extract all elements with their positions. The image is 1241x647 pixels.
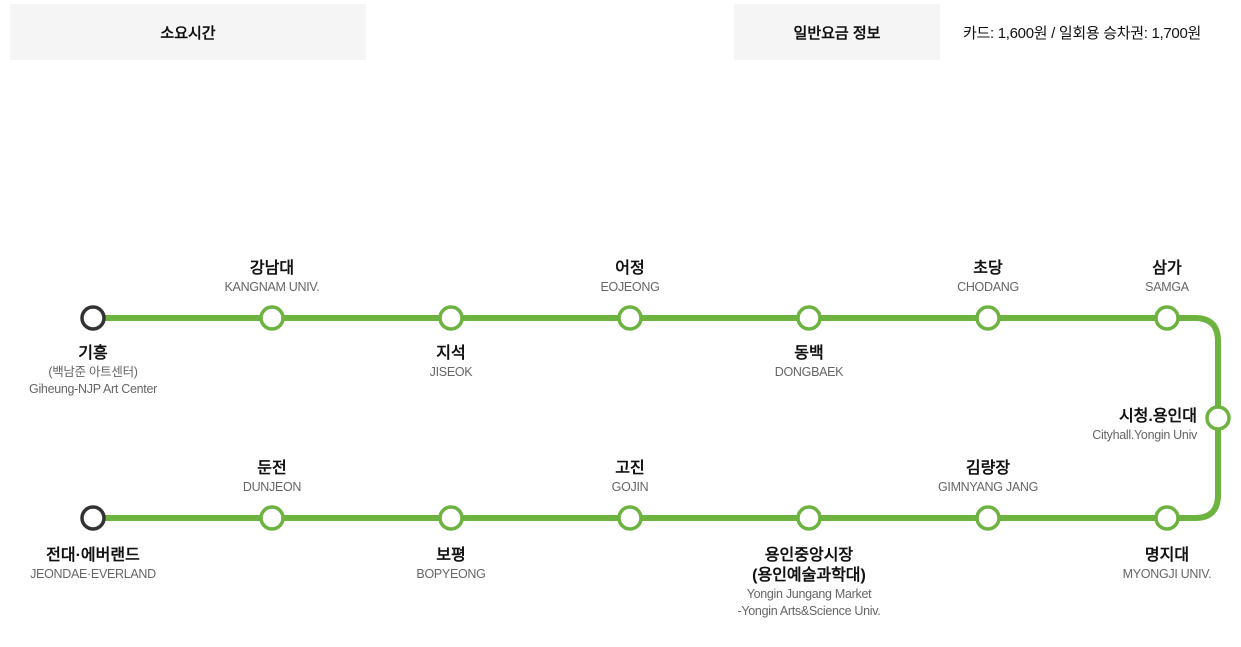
station-name-ko: 삼가 — [1152, 260, 1182, 277]
station-marker[interactable] — [617, 305, 643, 331]
station-label-dunjeon[interactable]: 둔전 DUNJEON — [242, 459, 302, 496]
station-name-ko: 둔전 — [257, 460, 287, 477]
stations-layer — [80, 305, 1231, 531]
station-name-ko: 동백 — [794, 345, 824, 362]
station-name-ko-sub: (용인예술과학대) — [752, 567, 866, 584]
station-name-en: SAMGA — [1145, 280, 1189, 294]
station-label-chodang[interactable]: 초당 CHODANG — [957, 259, 1019, 296]
station-name-en: Giheung-NJP Art Center — [29, 382, 157, 396]
station-label-gojin[interactable]: 고진 GOJIN — [612, 459, 649, 496]
station-name-en: JISEOK — [429, 365, 473, 379]
station-marker[interactable] — [975, 305, 1001, 331]
station-marker[interactable] — [1154, 305, 1180, 331]
station-label-cityhall[interactable]: 시청.용인대 Cityhall.Yongin Univ — [1092, 407, 1197, 444]
station-name-ko: 전대·에버랜드 — [46, 547, 140, 564]
station-name-en: Yongin Jungang Market — [746, 587, 872, 601]
station-label-giheung[interactable]: 기흥 (백남준 아트센터) Giheung-NJP Art Center — [29, 344, 157, 398]
station-name-en: DUNJEON — [242, 480, 302, 494]
station-marker[interactable] — [259, 305, 285, 331]
station-marker[interactable] — [1205, 405, 1231, 431]
station-name-en: EOJEONG — [600, 280, 660, 294]
station-marker[interactable] — [438, 505, 464, 531]
terminal-station-marker[interactable] — [80, 505, 106, 531]
station-marker[interactable] — [1154, 505, 1180, 531]
tab-travel-time[interactable]: 소요시간 — [10, 4, 366, 60]
station-label-gimnyang-jang[interactable]: 김량장 GIMNYANG JANG — [938, 459, 1038, 496]
tab-travel-time-label: 소요시간 — [160, 24, 216, 42]
station-marker[interactable] — [259, 505, 285, 531]
station-name-ko-sub: (백남준 아트센터) — [48, 365, 138, 379]
station-label-dongbaek[interactable]: 동백 DONGBAEK — [774, 344, 844, 381]
station-marker[interactable] — [617, 505, 643, 531]
station-name-ko: 보평 — [436, 547, 466, 564]
station-name-en: DONGBAEK — [774, 365, 844, 379]
station-marker[interactable] — [438, 305, 464, 331]
terminal-station-marker[interactable] — [80, 305, 106, 331]
station-label-jiseok[interactable]: 지석 JISEOK — [430, 344, 473, 381]
tab-fare-info[interactable]: 일반요금 정보 — [734, 4, 940, 60]
station-label-yongin-jungang-market[interactable]: 용인중앙시장 (용인예술과학대) Yongin Jungang Market -… — [738, 546, 881, 620]
station-name-ko: 고진 — [615, 460, 645, 477]
station-label-samga[interactable]: 삼가 SAMGA — [1145, 259, 1189, 296]
station-label-kangnam-univ[interactable]: 강남대 KANGNAM UNIV. — [225, 259, 320, 296]
station-label-eojeong[interactable]: 어정 EOJEONG — [600, 259, 659, 296]
station-name-ko: 어정 — [615, 260, 645, 277]
station-name-ko: 지석 — [436, 345, 466, 362]
station-name-en: JEONDAE·EVERLAND — [30, 567, 156, 581]
station-label-bopyeong[interactable]: 보평 BOPYEONG — [416, 546, 485, 583]
station-name-ko: 용인중앙시장 — [764, 547, 854, 564]
station-name-en: MYONGJI UNIV. — [1122, 567, 1212, 581]
station-name-en-sub: -Yongin Arts&Science Univ. — [737, 604, 881, 618]
tab-fare-info-label: 일반요금 정보 — [793, 24, 881, 42]
station-label-myongji-univ[interactable]: 명지대 MYONGJI UNIV. — [1123, 546, 1212, 583]
station-marker[interactable] — [796, 305, 822, 331]
station-marker[interactable] — [975, 505, 1001, 531]
station-name-ko: 김량장 — [965, 460, 1011, 477]
station-name-en: CHODANG — [957, 280, 1019, 294]
station-name-en: GOJIN — [611, 480, 649, 494]
station-name-ko: 강남대 — [249, 260, 295, 277]
station-name-en: KANGNAM UNIV. — [224, 280, 320, 294]
station-name-en: BOPYEONG — [416, 567, 486, 581]
station-name-ko: 초당 — [973, 260, 1003, 277]
station-name-ko: 명지대 — [1144, 547, 1190, 564]
fare-info-text: 카드: 1,600원 / 일회용 승차권: 1,700원 — [963, 25, 1202, 42]
station-name-en: Cityhall.Yongin Univ — [1092, 428, 1197, 442]
station-name-en: GIMNYANG JANG — [937, 480, 1039, 494]
station-name-ko: 시청.용인대 — [1118, 408, 1197, 425]
station-name-ko: 기흥 — [78, 345, 108, 362]
station-label-jeondae-everland[interactable]: 전대·에버랜드 JEONDAE·EVERLAND — [30, 546, 156, 583]
station-marker[interactable] — [796, 505, 822, 531]
